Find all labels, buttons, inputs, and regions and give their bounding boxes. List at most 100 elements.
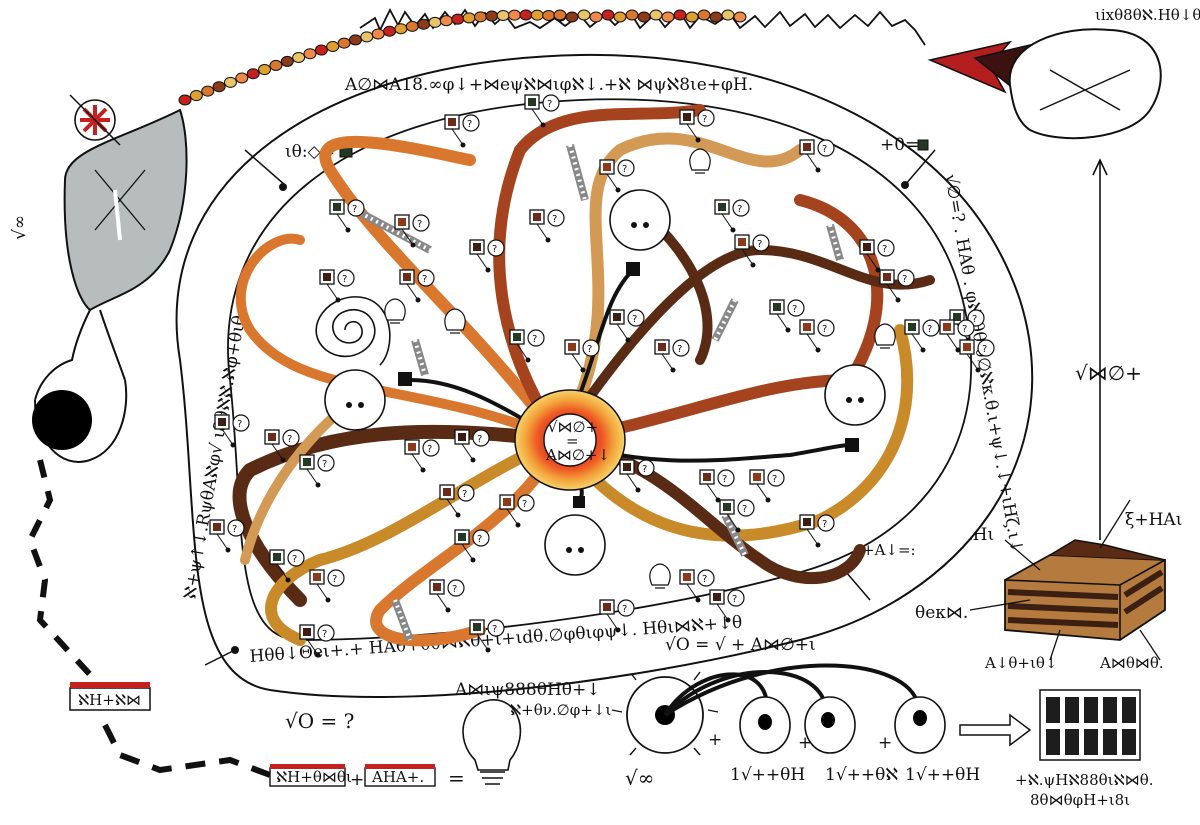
marker: ?: [399, 269, 435, 303]
marker: ?: [529, 209, 565, 243]
marker: ?: [619, 459, 655, 493]
dark-block: [1065, 729, 1079, 755]
svg-text:?: ?: [342, 274, 347, 285]
svg-text:?: ?: [792, 304, 797, 315]
marker: ?: [904, 319, 940, 353]
svg-text:?: ?: [757, 239, 762, 250]
bead: [589, 11, 603, 23]
node-head: [324, 369, 386, 431]
svg-text:?: ?: [587, 344, 592, 355]
svg-text:?: ?: [332, 574, 337, 585]
dark-block: [1065, 697, 1079, 723]
marker: ?: [404, 439, 440, 473]
plus-3: +: [878, 733, 892, 753]
bead: [473, 11, 487, 23]
bottom-boxes: ℵH+θ⋈θι + AHA+. =: [269, 764, 465, 790]
marker: ?: [329, 199, 365, 233]
svg-text:?: ?: [722, 474, 727, 485]
spiral-icon: [315, 296, 391, 366]
bead: [405, 20, 419, 32]
bead: [462, 12, 476, 24]
svg-text:?: ?: [972, 314, 977, 325]
lightbulb-icon: [384, 298, 406, 324]
svg-text:?: ?: [632, 314, 637, 325]
bead: [565, 11, 579, 23]
chest-label-5: A⋈θ⋈θ.: [1099, 654, 1164, 672]
marker: ?: [214, 414, 250, 448]
bead: [577, 9, 591, 21]
marker: ?: [799, 514, 835, 548]
marker: ?: [599, 159, 635, 193]
svg-text:?: ?: [467, 119, 472, 130]
consumer-circles: + + + 1√++θH 1√++θℵ 1√++θH: [663, 663, 980, 785]
ladder: [711, 298, 739, 342]
svg-text:?: ?: [822, 519, 827, 530]
bead: [337, 37, 351, 49]
marker: ?: [714, 199, 750, 233]
node-head: [824, 364, 886, 426]
svg-text:?: ?: [352, 204, 357, 215]
svg-text:?: ?: [237, 419, 242, 430]
source-circle: √∞: [611, 660, 719, 790]
marker: ?: [309, 569, 345, 603]
bead: [292, 52, 306, 63]
svg-text:?: ?: [702, 114, 707, 125]
svg-text:?: ?: [677, 344, 682, 355]
grid-text-1: +ℵ.ψHℵ88θιℵ⋈θ.: [1015, 771, 1154, 789]
marker: ?: [859, 239, 895, 273]
lightbulb-icon: [462, 699, 522, 785]
marker: ?: [879, 269, 915, 303]
box-top-right: +A↓=:: [862, 541, 916, 559]
svg-text:?: ?: [622, 164, 627, 175]
bead: [519, 9, 533, 21]
bead: [542, 9, 556, 21]
dark-block: [1084, 729, 1098, 755]
plug-icon: [398, 262, 859, 508]
bead: [383, 25, 397, 37]
bead: [235, 72, 249, 84]
bead: [721, 9, 735, 21]
bulb-caption: ℵ+θν.∅φ+↓ι: [510, 701, 611, 719]
marker: ?: [469, 239, 505, 273]
bead: [189, 90, 203, 102]
bead: [625, 9, 639, 21]
svg-text:?: ?: [982, 344, 987, 355]
svg-text:?: ?: [322, 459, 327, 470]
marker: ?: [679, 569, 715, 603]
center-bottom-formula: A⋈∅+↓: [545, 446, 610, 464]
node-head: [609, 189, 671, 251]
marker: ?: [769, 299, 805, 333]
svg-text:?: ?: [902, 274, 907, 285]
dark-block: [1103, 729, 1117, 755]
center-top-formula: √⋈∅+: [548, 418, 598, 436]
marker: ?: [319, 269, 355, 303]
center-eq: =: [566, 432, 579, 450]
svg-text:?: ?: [642, 464, 647, 475]
bead: [451, 13, 465, 25]
bead: [371, 28, 385, 40]
bead: [508, 9, 522, 21]
svg-text:?: ?: [737, 204, 742, 215]
marker: ?: [299, 454, 335, 488]
dark-block: [1122, 729, 1136, 755]
right-formula: √⋈∅+: [1075, 361, 1142, 385]
formula-2: 1√++θℵ: [825, 765, 898, 785]
bead: [303, 48, 317, 60]
svg-text:?: ?: [462, 489, 467, 500]
bead: [348, 34, 362, 46]
marker: ?: [699, 469, 735, 503]
chest-label-top: ξ+HAι: [1125, 510, 1182, 530]
ladder: [826, 223, 844, 262]
arc-top-text: A∅⋈A18.∞φ↓+⋈eψℵ⋈ιφℵ↓.+ℵ ⋈ψℵ8ιe+φH.: [344, 75, 753, 95]
svg-text:?: ?: [622, 604, 627, 615]
marker: ?: [564, 339, 600, 373]
crossed-circle-icon: [69, 94, 121, 146]
svg-text:?: ?: [322, 629, 327, 640]
ladder: [566, 143, 589, 202]
small-bulbs: [384, 148, 896, 589]
marker: ?: [264, 429, 300, 463]
bead: [314, 44, 328, 56]
ladder: [353, 206, 432, 254]
node-head: [544, 514, 606, 576]
svg-text:?: ?: [552, 214, 557, 225]
